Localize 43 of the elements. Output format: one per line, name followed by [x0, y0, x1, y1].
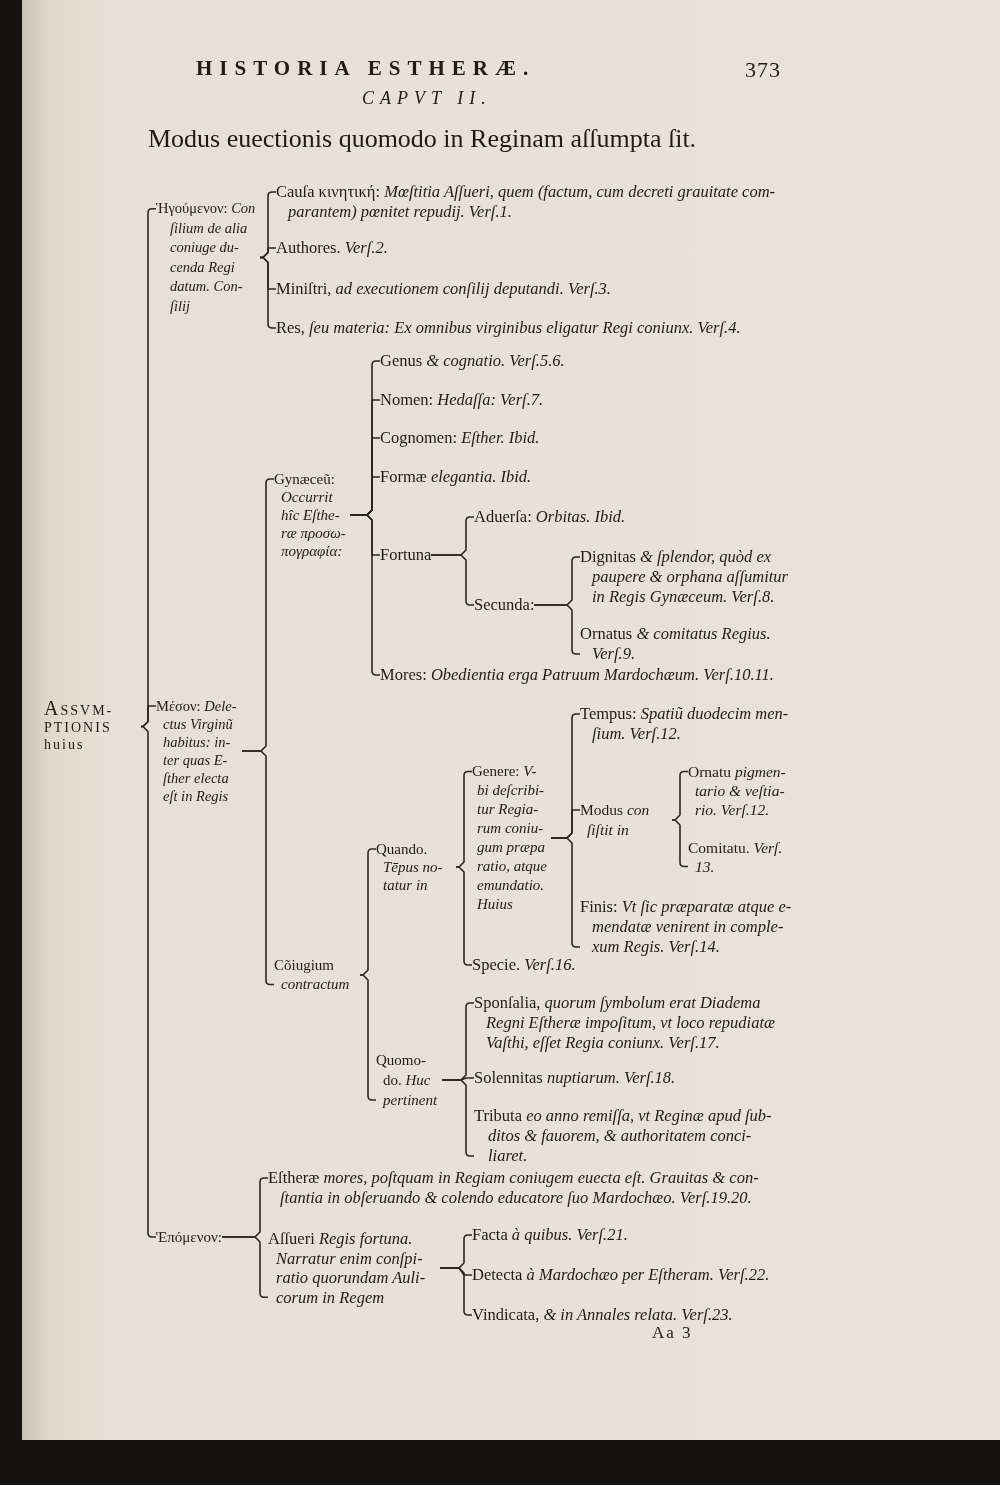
outline-entry: Cognomen: Eſther. Ibid. — [380, 428, 540, 448]
outline-entry: Modus con ſiſtit in — [580, 800, 672, 840]
root-entry: ASSVM- PTIONIS huius — [44, 700, 141, 753]
outline-entry: Nomen: Hedaſſa: Verſ.7. — [380, 390, 544, 410]
outline-entry: Dignitas & ſplendor, quòd ex paupere & orphana aſſumitur in Regis Gynæceum. Verſ.8. — [580, 547, 795, 607]
outline-entry: Quomo- do. Huc pertinent — [376, 1050, 442, 1110]
running-head: HISTORIA ESTHERÆ. — [196, 56, 536, 82]
outline-entry: Ornatus & comitatus Regius. Verſ.9. — [580, 624, 795, 664]
outline-entry: Ἑπόμενον: — [156, 1228, 222, 1246]
outline-entry: Res, ſeu materia: Ex omnibus virginibus eligatur Regi coniunx. Verſ.4. — [276, 318, 741, 338]
outline-entry: Aduerſa: Orbitas. Ibid. — [474, 507, 626, 527]
outline-entry: Detecta à Mardochæo per Eſtheram. Verſ.22. — [472, 1265, 770, 1285]
outline-entry: Comitatu. Verſ. 13. — [688, 838, 800, 876]
outline-entry: Secunda: — [474, 595, 535, 615]
outline-entry: Tributa eo anno remiſſa, vt Reginæ apud ſub- ditos & fauorem, & authoritatem conci- liaret. — [474, 1106, 776, 1166]
outline-entry: Specie. Verſ.16. — [472, 955, 576, 975]
outline-entry: Solennitas nuptiarum. Verſ.18. — [474, 1068, 676, 1088]
outline-entry: Tempus: Spatiũ duodecim men- ſium. Verſ.12. — [580, 704, 810, 744]
outline-entry: Quando. Tēpus no- tatur in — [376, 840, 456, 894]
outline-entry: Finis: Vt ſic præparatæ atque e- mendatæ venirent in comple- xum Regis. Verſ.14. — [580, 897, 802, 957]
outline-entry: Vindicata, & in Annales relata. Verſ.23. — [472, 1305, 733, 1325]
outline-entry: Formæ elegantia. Ibid. — [380, 467, 532, 487]
outline-entry: Gynæceũ: Occurrit hîc Eſthe- ræ προσω- πογραφία: — [274, 470, 350, 560]
outline-entry: Ἡγούμενον: Con ſilium de alia coniuge du- cenda Regi datum. Con- ſilij — [156, 199, 260, 316]
outline-entry: Eſtheræ mores, poſtquam in Regiam coniugem euecta eſt. Grauitas & con- ſtantia in obſeruando & colendo educatore ſuo Mardochæo. Verſ.19.20. — [268, 1168, 788, 1208]
outline-entry: Μέσον: Dele- ctus Virginũ habitus: in- ter quas E- ſther electa eſt in Regis — [156, 697, 242, 805]
outline-entry: Genus & cognatio. Verſ.5.6. — [380, 351, 565, 371]
outline-entry: Mores: Obedientia erga Patruum Mardochæum. Verſ.10.11. — [380, 665, 774, 685]
page-title: Modus euectionis quomodo in Reginam aſſumpta ſit. — [148, 123, 697, 155]
outline-entry: Miniſtri, ad executionem conſilij deputandi. Verſ.3. — [276, 279, 611, 299]
chapter-heading: CAPVT II. — [362, 88, 492, 110]
signature-mark: Aa 3 — [652, 1323, 693, 1344]
outline-entry: Ornatu pigmen- tario & veſtia- rio. Verſ.12. — [688, 762, 800, 819]
brace-line — [140, 705, 157, 728]
outline-entry: Cauſa κινητική: Mœſtitia Aſſueri, quem (factum, cum decreti grauitate com- parantem) pœnitet repudij. Verſ.1. — [276, 182, 828, 222]
outline-entry: Genere: V- bi deſcribi- tur Regia- rum coniu- gum præpa ratio, atque emundatio. Huius — [472, 762, 551, 914]
page-number: 373 — [745, 57, 781, 84]
outline-entry: Cõiugium contractum — [274, 956, 360, 994]
outline-entry: Sponſalia, quorum ſymbolum erat Diadema Regni Eſtheræ impoſitum, vt loco repudiatæ Vaſthi, eſſet Regia coniunx. Verſ.17. — [474, 993, 794, 1053]
outline-entry: Aſſueri Regis fortuna. Narratur enim conſpi- ratio quorundam Auli- corum in Regem — [268, 1229, 440, 1307]
outline-entry: Authores. Verſ.2. — [276, 238, 388, 258]
outline-entry: Fortuna — [380, 545, 432, 565]
outline-entry: Facta à quibus. Verſ.21. — [472, 1225, 628, 1245]
